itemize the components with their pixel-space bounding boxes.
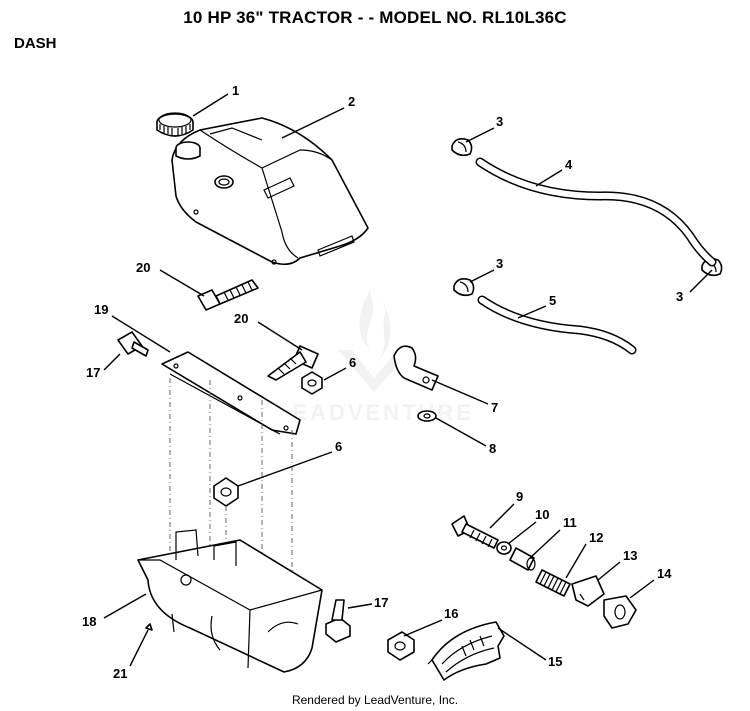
part-16-nut[interactable]: [387, 631, 415, 661]
callout-4: 4: [565, 157, 573, 172]
part-21-screw[interactable]: [145, 623, 153, 631]
watermark-logo: LEADVENTURE: [276, 290, 474, 425]
callout-3a: 3: [496, 114, 503, 129]
callout-2: 2: [348, 94, 355, 109]
callout-17b: 17: [374, 595, 388, 610]
callout-3c: 3: [676, 289, 683, 304]
callout-14: 14: [657, 566, 672, 581]
part-9-bolt[interactable]: [451, 515, 499, 549]
callout-17a: 17: [86, 365, 100, 380]
callout-6b: 6: [335, 439, 342, 454]
part-20-screw-upper[interactable]: [197, 279, 259, 311]
callout-9: 9: [516, 489, 523, 504]
part-1-fuel-cap[interactable]: [156, 112, 194, 137]
callout-1: 1: [232, 83, 239, 98]
callout-18: 18: [82, 614, 96, 629]
callout-13: 13: [623, 548, 637, 563]
part-12-spring[interactable]: [535, 569, 571, 597]
leader-lines: [103, 93, 713, 667]
part-3-hose-clamp-middle[interactable]: [453, 278, 475, 297]
callout-10: 10: [535, 507, 549, 522]
callout-6a: 6: [349, 355, 356, 370]
part-2-dash-housing[interactable]: [171, 117, 369, 266]
callout-20b: 20: [234, 311, 248, 326]
callout-11: 11: [563, 515, 577, 530]
part-14-clip[interactable]: [603, 595, 637, 629]
part-20-screw-lower[interactable]: [267, 345, 319, 381]
callout-8: 8: [489, 441, 496, 456]
callout-16: 16: [444, 606, 458, 621]
callout-7: 7: [491, 400, 498, 415]
part-8-washer[interactable]: [417, 410, 437, 422]
diagram-title: 10 HP 36" TRACTOR - - MODEL NO. RL10L36C: [183, 8, 567, 27]
part-6-nut-lower[interactable]: [213, 477, 239, 507]
callout-19: 19: [94, 302, 108, 317]
part-6-nut-upper[interactable]: [301, 371, 323, 395]
section-label: DASH: [14, 35, 57, 52]
part-17-bolt-upper[interactable]: [117, 331, 149, 357]
footer-credit: Rendered by LeadVenture, Inc.: [291, 693, 459, 707]
part-10-washer[interactable]: [496, 541, 512, 555]
callout-labels: 1 2 3 3 3 4 5 6 6 7 8 9 10 11 12 13 14 1…: [82, 83, 683, 681]
callout-5: 5: [549, 293, 556, 308]
part-13-cam[interactable]: [571, 575, 605, 607]
part-18-dash-panel[interactable]: [137, 529, 323, 673]
part-5-fuel-hose[interactable]: [477, 295, 637, 355]
part-15-quadrant-plate[interactable]: [427, 621, 505, 681]
callout-15: 15: [548, 654, 562, 669]
part-4-fuel-hose[interactable]: [475, 157, 717, 267]
callout-20a: 20: [136, 260, 150, 275]
callout-21: 21: [113, 666, 127, 681]
part-7-hose-bracket[interactable]: [393, 345, 439, 391]
part-11-spacer[interactable]: [509, 547, 536, 571]
watermark-text: LEADVENTURE: [276, 400, 474, 425]
part-19-support-bracket[interactable]: [161, 351, 301, 435]
callout-12: 12: [589, 530, 603, 545]
part-17-bolt-lower[interactable]: [325, 599, 351, 643]
part-3-hose-clamp-top[interactable]: [451, 138, 473, 157]
callout-3b: 3: [496, 256, 503, 271]
